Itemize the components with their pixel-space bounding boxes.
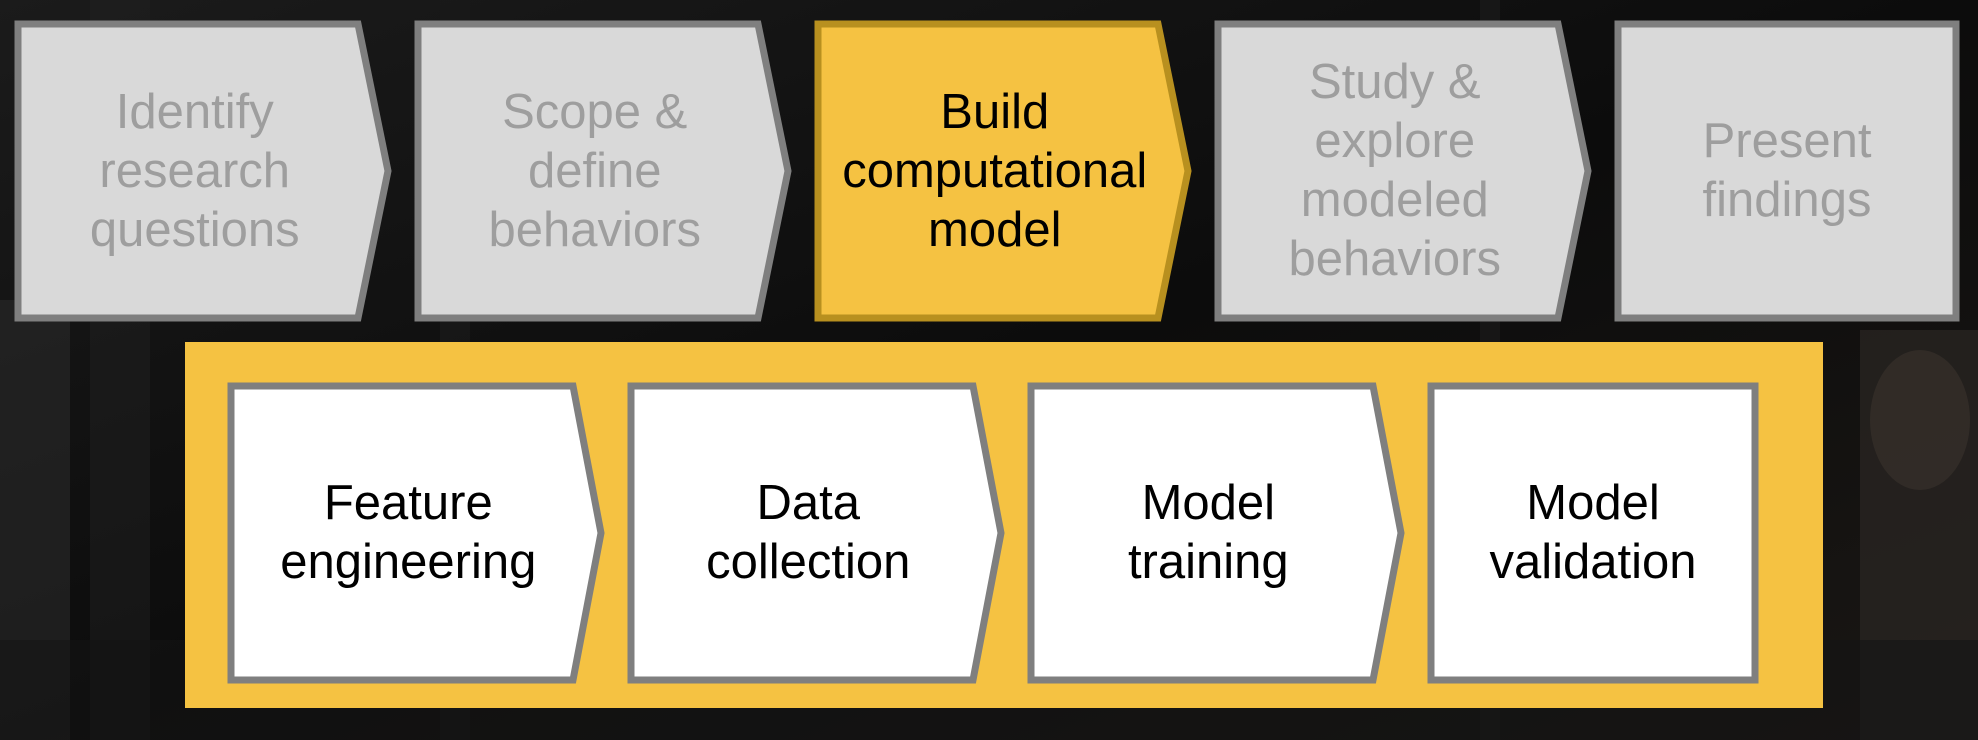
- step-label-line: Study &: [1308, 55, 1481, 109]
- step-label-line: questions: [89, 202, 300, 257]
- chevron-shape: [14, 20, 392, 322]
- step-label-line: Feature: [323, 476, 493, 530]
- step-label-line: model: [928, 202, 1062, 257]
- step-label-line: Data: [756, 476, 861, 530]
- chevron-shape: [227, 382, 605, 684]
- chevron-shape: [814, 20, 1192, 322]
- step-label-line: modeled: [1300, 173, 1489, 227]
- step-label-line: Identify: [115, 84, 274, 139]
- step-label-line: validation: [1489, 535, 1697, 589]
- step-label-line: research: [99, 143, 291, 198]
- chevron-shape: [1027, 382, 1405, 684]
- chevron-shape: [414, 20, 792, 322]
- step-label-line: behaviors: [488, 202, 701, 257]
- step-label-line: explore: [1314, 114, 1476, 168]
- step-label-line: computational: [842, 143, 1148, 198]
- step-label-line: define: [527, 143, 662, 198]
- chevron-shape: [1214, 20, 1592, 322]
- step-label-line: behaviors: [1288, 232, 1501, 286]
- step-label-line: engineering: [280, 535, 537, 589]
- step-label-line: findings: [1702, 173, 1872, 227]
- step-label-line: Model: [1526, 476, 1660, 530]
- step-label-line: collection: [706, 535, 911, 589]
- chevron-shape: [1614, 20, 1960, 322]
- step-label-line: training: [1127, 535, 1289, 589]
- chevron-shape: [1427, 382, 1759, 684]
- step-label-line: Build: [940, 84, 1050, 139]
- step-label-line: Model: [1141, 476, 1276, 530]
- step-label-line: Present: [1702, 114, 1872, 168]
- step-label-line: Scope &: [502, 84, 688, 139]
- chevron-shape: [627, 382, 1005, 684]
